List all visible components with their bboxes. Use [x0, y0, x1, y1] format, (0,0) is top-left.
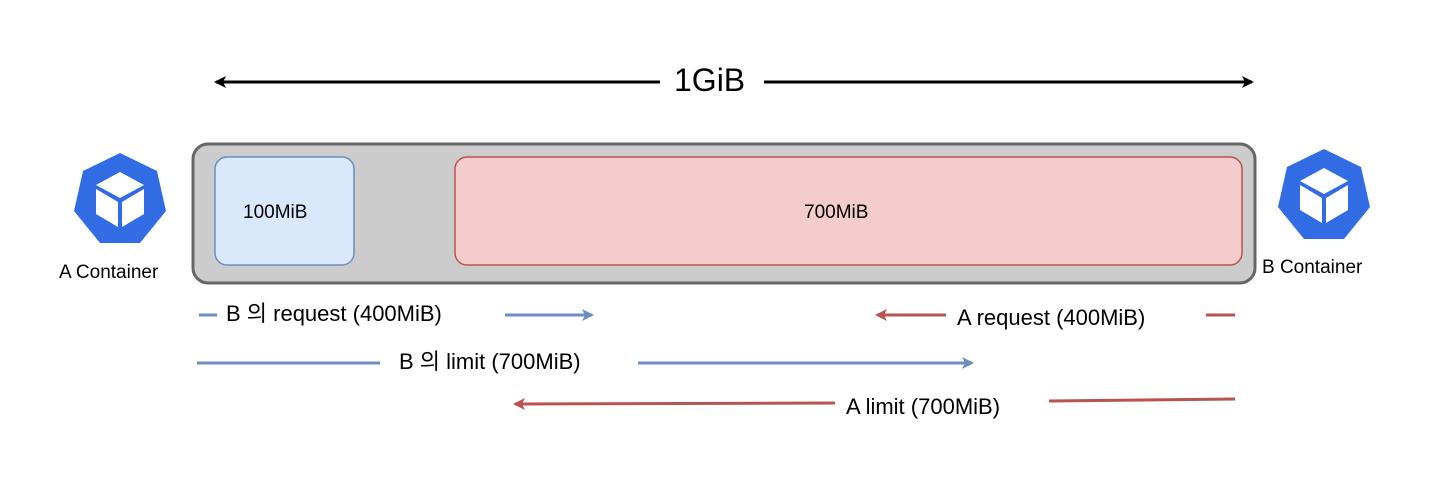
small-block-label: 100MiB — [243, 202, 308, 223]
kubernetes-pod-icon — [74, 153, 166, 243]
total-memory-label: 1GiB — [668, 64, 752, 96]
kubernetes-pod-icon — [1278, 149, 1370, 239]
usage-block-700mib — [454, 156, 1243, 266]
container-a-label: A Container — [59, 262, 159, 283]
a-limit-label: A limit (700MiB) — [842, 396, 1005, 418]
a-request-label: A request (400MiB) — [953, 307, 1150, 329]
b-request-label: B 의 request (400MiB) — [222, 303, 446, 325]
request-block-100mib — [214, 156, 355, 266]
container-b-label: B Container — [1262, 257, 1363, 278]
b-limit-label: B 의 limit (700MiB) — [395, 351, 585, 373]
a-limit-arrow — [513, 397, 836, 410]
a-limit-arrow-tail — [1048, 397, 1236, 403]
large-block-label: 700MiB — [804, 202, 869, 223]
